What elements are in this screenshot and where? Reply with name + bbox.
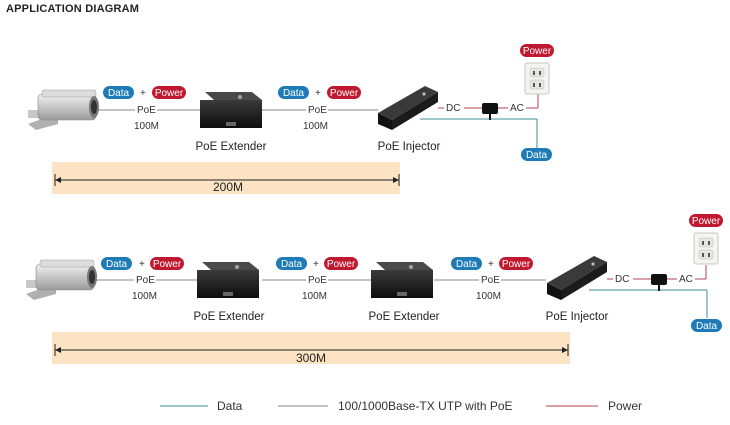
- data-badge: [521, 148, 552, 161]
- power-badge-label: Power: [692, 216, 721, 227]
- power-adapter: [482, 103, 498, 120]
- speed-label: 100M: [303, 121, 328, 132]
- dc-label: DC: [615, 274, 629, 285]
- data-badge-label: Data: [696, 321, 718, 332]
- plus-sign: +: [315, 88, 321, 99]
- power-badge-label: Power: [155, 88, 184, 99]
- data-badge: [278, 86, 309, 99]
- data-badge-label: Data: [281, 259, 303, 270]
- power-badge: [520, 44, 554, 57]
- plus-sign: +: [488, 259, 494, 270]
- wall-outlet: [693, 232, 719, 265]
- plus-sign: +: [139, 259, 145, 270]
- data-badge: [101, 257, 132, 270]
- power-badge-label: Power: [330, 88, 359, 99]
- data-badge: [451, 257, 482, 270]
- legend-utp-label: 100/1000Base-TX UTP with PoE: [338, 399, 513, 413]
- diagram-row-1: Data + Power Data + Power PoE 100M PoE 1…: [28, 44, 554, 194]
- poe-cable-label: PoE: [136, 275, 155, 286]
- poe-injector-device: [547, 256, 607, 300]
- ac-label: AC: [679, 274, 693, 285]
- poe-injector-device: [378, 86, 438, 130]
- diagram-row-2: Data + Power Data + Power Data + Power P…: [26, 214, 723, 365]
- wall-outlet: [524, 62, 550, 95]
- speed-label: 100M: [132, 291, 157, 302]
- speed-label: 100M: [476, 291, 501, 302]
- poe-cable-label: PoE: [308, 275, 327, 286]
- data-badge-label: Data: [456, 259, 478, 270]
- dc-label: DC: [446, 103, 460, 114]
- poe-extender-device: [200, 92, 262, 128]
- page-title: APPLICATION DIAGRAM: [6, 3, 140, 15]
- power-badge: [689, 214, 723, 227]
- poe-cable-label: PoE: [137, 105, 156, 116]
- data-badge: [276, 257, 307, 270]
- poe-cable-label: PoE: [481, 275, 500, 286]
- legend: Data 100/1000Base-TX UTP with PoE Power: [160, 399, 642, 413]
- distance-band: [52, 162, 400, 194]
- power-adapter: [651, 274, 667, 291]
- distance-label: 200M: [213, 180, 243, 194]
- poe-extender-label: PoE Extender: [369, 311, 440, 323]
- legend-power-label: Power: [608, 399, 642, 413]
- poe-extender-device: [197, 262, 259, 298]
- data-badge-label: Data: [108, 88, 130, 99]
- poe-injector-label: PoE Injector: [546, 311, 609, 323]
- poe-extender-label: PoE Extender: [196, 141, 267, 153]
- ip-camera: [28, 89, 99, 130]
- plus-sign: +: [313, 259, 319, 270]
- power-badge-label: Power: [327, 259, 356, 270]
- distance-label: 300M: [296, 351, 326, 365]
- plus-sign: +: [140, 88, 146, 99]
- data-badge: [691, 319, 722, 332]
- distance-band: [52, 332, 570, 364]
- data-badge-label: Data: [106, 259, 128, 270]
- speed-label: 100M: [302, 291, 327, 302]
- power-badge: [499, 257, 533, 270]
- power-badge-label: Power: [153, 259, 182, 270]
- data-badge-label: Data: [283, 88, 305, 99]
- poe-cable-label: PoE: [308, 105, 327, 116]
- power-badge-label: Power: [502, 259, 531, 270]
- power-badge: [152, 86, 186, 99]
- power-badge-label: Power: [523, 46, 552, 57]
- ip-camera: [26, 259, 97, 300]
- power-badge: [324, 257, 358, 270]
- poe-extender-label: PoE Extender: [194, 311, 265, 323]
- data-badge: [103, 86, 134, 99]
- legend-data-label: Data: [217, 399, 243, 413]
- ac-label: AC: [510, 103, 524, 114]
- poe-injector-label: PoE Injector: [378, 141, 441, 153]
- power-badge: [150, 257, 184, 270]
- speed-label: 100M: [134, 121, 159, 132]
- data-badge-label: Data: [526, 150, 548, 161]
- power-badge: [327, 86, 361, 99]
- poe-extender-device: [371, 262, 433, 298]
